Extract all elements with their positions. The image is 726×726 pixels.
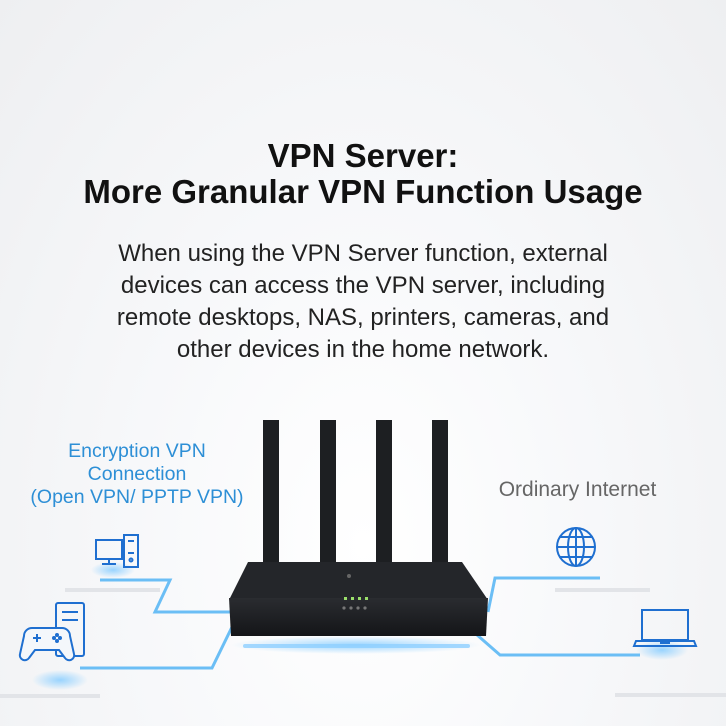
front-buttons <box>342 606 367 610</box>
antenna <box>376 420 392 565</box>
description-line: When using the VPN Server function, exte… <box>118 240 608 267</box>
antenna <box>432 420 448 570</box>
desktop-computer-icon <box>95 534 139 568</box>
vpn-connection-label: Encryption VPN Connection (Open VPN/ PPT… <box>12 440 262 509</box>
router-glow-bar <box>243 644 470 648</box>
router <box>229 420 488 636</box>
ordinary-internet-label: Ordinary Internet <box>498 478 657 501</box>
antenna <box>263 420 279 570</box>
page-title: VPN Server: More Granular VPN Function U… <box>0 138 726 210</box>
description-line: devices can access the VPN server, inclu… <box>120 272 606 299</box>
antenna <box>320 420 336 565</box>
description-line: remote desktops, NAS, printers, cameras,… <box>116 304 610 331</box>
game-console-icon <box>18 602 85 662</box>
description: When using the VPN Server function, exte… <box>0 238 726 366</box>
title-line-2: More Granular VPN Function Usage <box>83 173 643 210</box>
vpn-label-line: (Open VPN/ PPTP VPN) <box>30 486 244 508</box>
description-line: other devices in the home network. <box>176 336 550 363</box>
status-leds <box>344 597 368 600</box>
brand-logo <box>347 574 351 578</box>
laptop-icon <box>632 609 698 647</box>
icon-glow <box>32 670 88 690</box>
globe-icon <box>556 527 596 567</box>
title-line-1: VPN Server: <box>267 137 459 174</box>
vpn-label-line: Connection <box>87 463 187 485</box>
floor-shadows <box>0 588 726 698</box>
vpn-label-line: Encryption VPN <box>68 440 206 462</box>
